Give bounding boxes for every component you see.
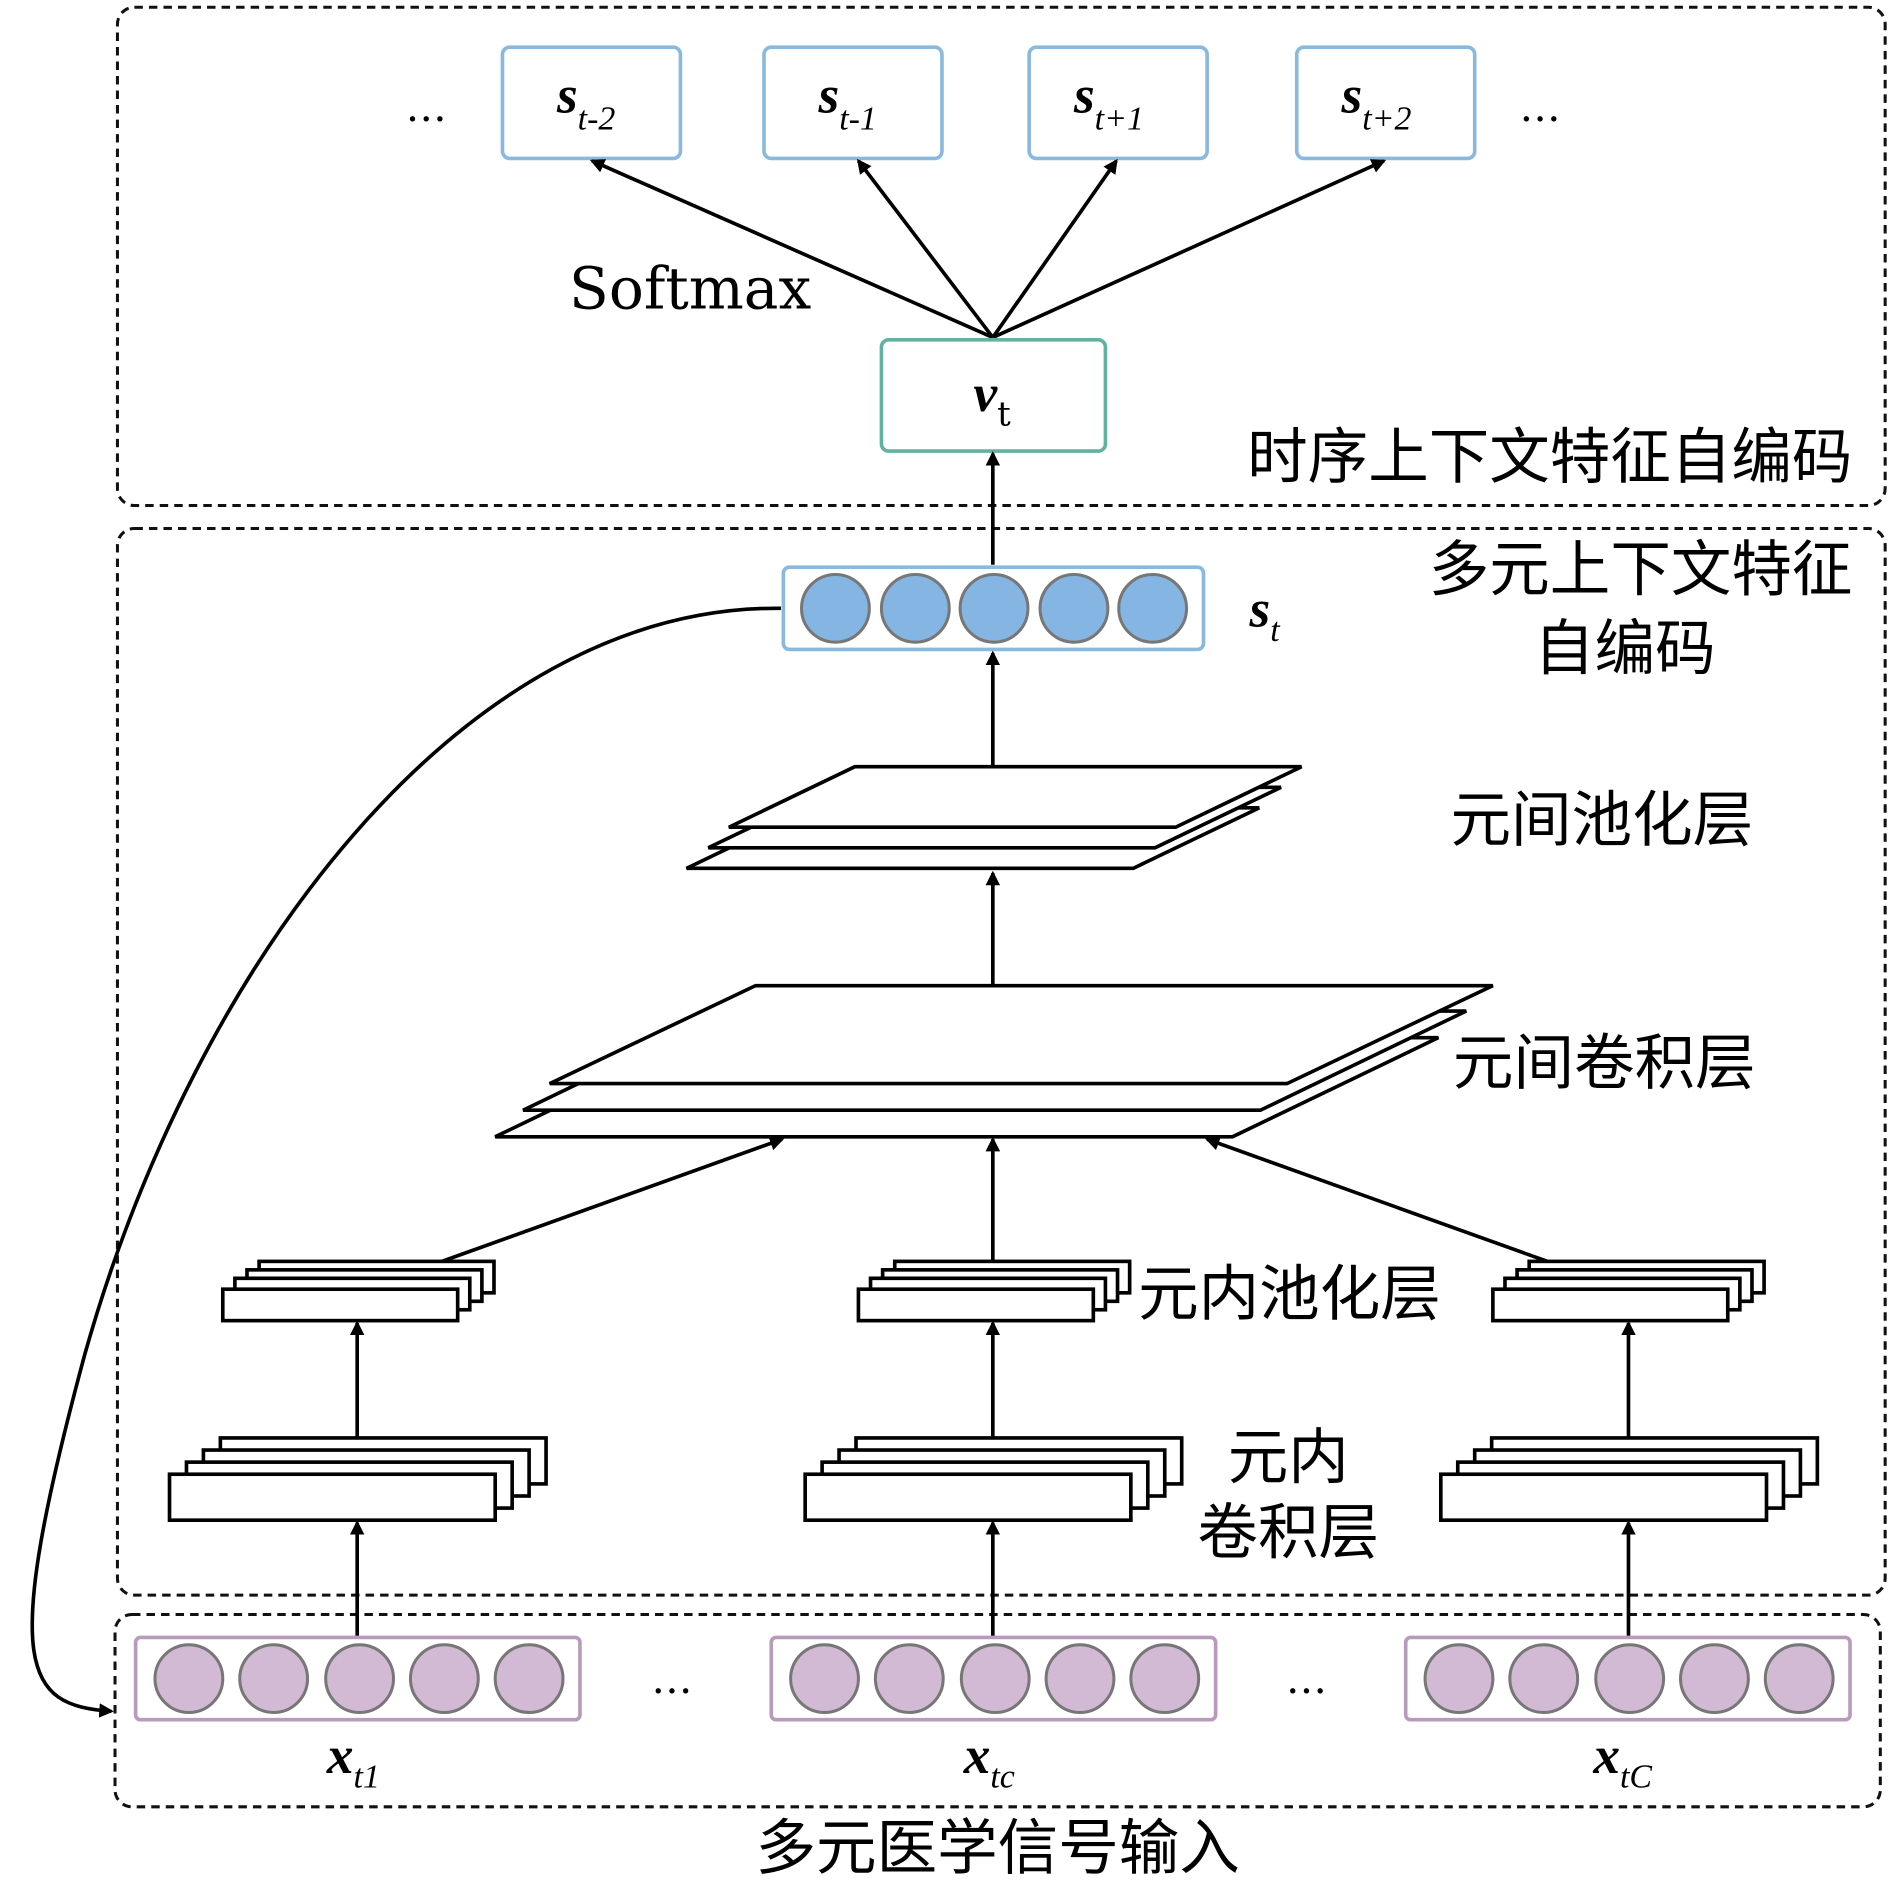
input-label-2: xtc	[963, 1726, 1015, 1795]
intra-conv-layer-2	[803, 1436, 1184, 1523]
multivariate-panel-label-line2: 自编码	[1534, 614, 1716, 684]
context-vector-node: vt	[879, 338, 1108, 453]
input-node	[1044, 1643, 1116, 1714]
embedding-vector	[781, 565, 1206, 652]
output-node-t-minus-2: st-2	[500, 45, 683, 161]
embedding-node	[800, 572, 871, 644]
svg-text:st-1: st-1	[817, 65, 876, 137]
softmax-arrow-1	[589, 159, 994, 340]
intra-pool-layer-2	[856, 1259, 1132, 1323]
arrow-pool1-to-conv	[441, 1136, 785, 1264]
temporal-ellipsis-left: …	[406, 83, 447, 131]
temporal-ellipsis-right: …	[1520, 83, 1561, 131]
inter-pool-layer	[685, 764, 1303, 871]
inter-conv-layer	[494, 983, 1494, 1139]
svg-text:st+1: st+1	[1073, 65, 1144, 137]
svg-text:vt: vt	[973, 364, 1011, 433]
svg-text:st+2: st+2	[1341, 65, 1412, 137]
input-node	[493, 1643, 565, 1714]
output-node-t-plus-1: st+1	[1027, 45, 1209, 161]
output-node-sub: t-1	[839, 100, 877, 137]
output-node-base: s	[817, 65, 839, 124]
embedding-node	[958, 572, 1030, 644]
svg-text:st-2: st-2	[556, 65, 615, 137]
input-vector-2	[769, 1635, 1218, 1722]
inter-conv-label: 元间卷积层	[1453, 1029, 1756, 1099]
temporal-panel	[115, 5, 1887, 508]
intra-pool-layer-1	[220, 1259, 496, 1323]
input-node	[959, 1643, 1031, 1714]
temporal-panel-label: 时序上下文特征自编码	[1247, 423, 1852, 493]
intra-pool-layer-3	[1491, 1259, 1766, 1323]
input-node	[238, 1643, 310, 1714]
embedding-node	[1117, 572, 1189, 644]
output-node-base: s	[1073, 65, 1095, 124]
embedding-node	[1038, 572, 1110, 644]
input-vector-3	[1403, 1635, 1852, 1722]
intra-pool-label: 元内池化层	[1138, 1260, 1441, 1330]
context-vector-sub: t	[997, 395, 1011, 434]
intra-conv-layer-1	[167, 1436, 548, 1523]
input-node	[408, 1643, 480, 1714]
softmax-arrow-3	[991, 158, 1118, 339]
embedding-node	[879, 572, 951, 644]
inter-pool-label: 元间池化层	[1450, 786, 1753, 856]
arrow-pool3-to-conv	[1204, 1136, 1548, 1264]
output-node-t-plus-2: st+2	[1294, 45, 1477, 161]
input-node	[1763, 1643, 1835, 1714]
feedback-curve-arrow	[30, 606, 781, 1718]
input-node	[153, 1643, 225, 1714]
input-node	[789, 1643, 860, 1714]
embedding-label: st	[1249, 579, 1282, 648]
output-node-sub: t+2	[1362, 100, 1411, 137]
output-node-base: s	[556, 65, 578, 124]
output-node-base: s	[1341, 65, 1363, 124]
multivariate-panel-label-line1: 多元上下文特征	[1429, 535, 1853, 605]
input-ellipsis-2: …	[1286, 1655, 1327, 1703]
input-node	[1679, 1643, 1750, 1714]
output-node-t-minus-1: st-1	[762, 45, 944, 161]
input-node	[1129, 1643, 1201, 1714]
input-node	[1423, 1643, 1495, 1714]
input-vector-1	[133, 1635, 582, 1722]
context-vector-base: v	[973, 364, 998, 423]
softmax-arrow-4	[992, 159, 1387, 340]
output-node-sub: t+1	[1095, 100, 1144, 137]
input-panel-label: 多元医学信号输入	[756, 1814, 1240, 1883]
input-node	[1594, 1643, 1666, 1714]
softmax-arrow-2	[856, 158, 995, 339]
input-label-1: xt1	[326, 1726, 380, 1795]
input-node	[873, 1643, 945, 1714]
input-label-3: xtC	[1592, 1726, 1652, 1795]
softmax-label: Softmax	[569, 254, 811, 322]
intra-conv-label-line2: 卷积层	[1197, 1498, 1379, 1568]
output-node-sub: t-2	[578, 100, 616, 137]
intra-conv-layer-3	[1438, 1436, 1820, 1523]
input-panel	[113, 1613, 1882, 1809]
input-node	[1508, 1643, 1580, 1714]
input-ellipsis-1: …	[651, 1655, 692, 1703]
intra-conv-label-line1: 元内	[1228, 1423, 1349, 1493]
input-node	[324, 1643, 396, 1714]
